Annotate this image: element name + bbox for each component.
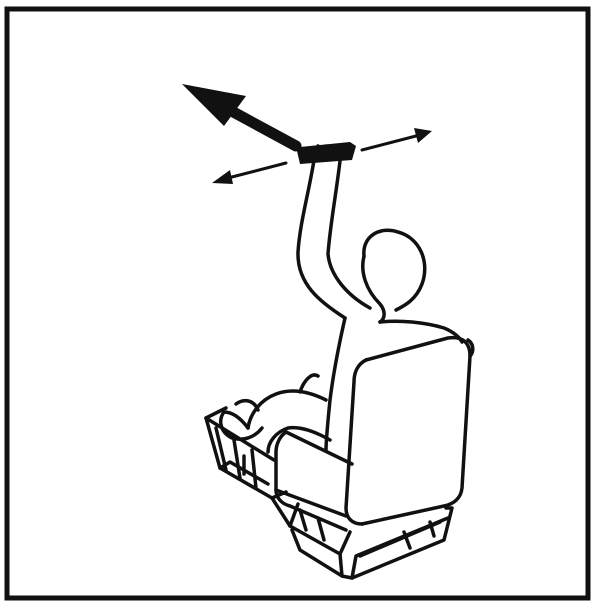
seat-base-frame: [206, 408, 452, 578]
seated-person: [221, 146, 462, 452]
pull-direction-arrow: [182, 84, 296, 146]
lateral-arrow-right: [362, 128, 432, 150]
seat: [276, 338, 473, 530]
lateral-arrow-left: [212, 163, 286, 184]
